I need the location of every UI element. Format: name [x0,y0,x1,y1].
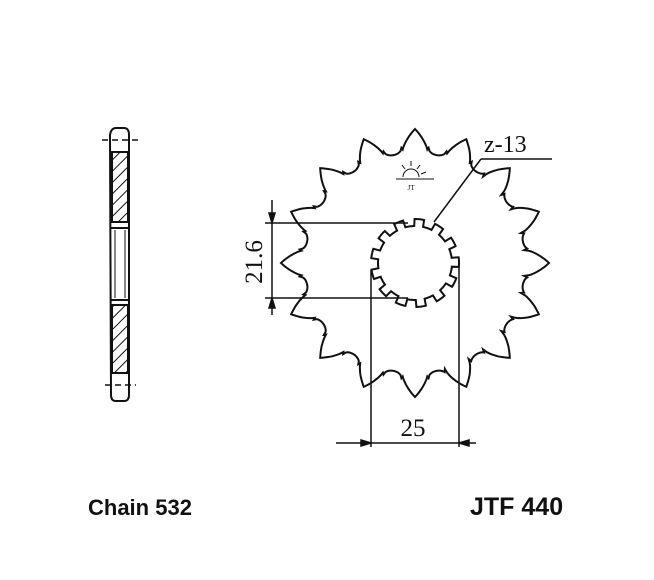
side-view [102,127,142,402]
teeth-leader [433,158,552,223]
width-dimension-label: 25 [401,415,426,442]
height-dimension-label: 21.6 [241,240,268,284]
spline-bore [370,218,460,308]
svg-text:JT: JT [408,184,416,192]
sprocket-outline [279,127,551,399]
teeth-count-label: z-13 [484,132,527,158]
jt-logo-icon: JT [396,161,434,192]
chain-label: Chain 532 [88,495,192,520]
part-number: JTF 440 [470,493,564,521]
height-dimension [265,200,408,315]
width-dimension [336,265,476,448]
